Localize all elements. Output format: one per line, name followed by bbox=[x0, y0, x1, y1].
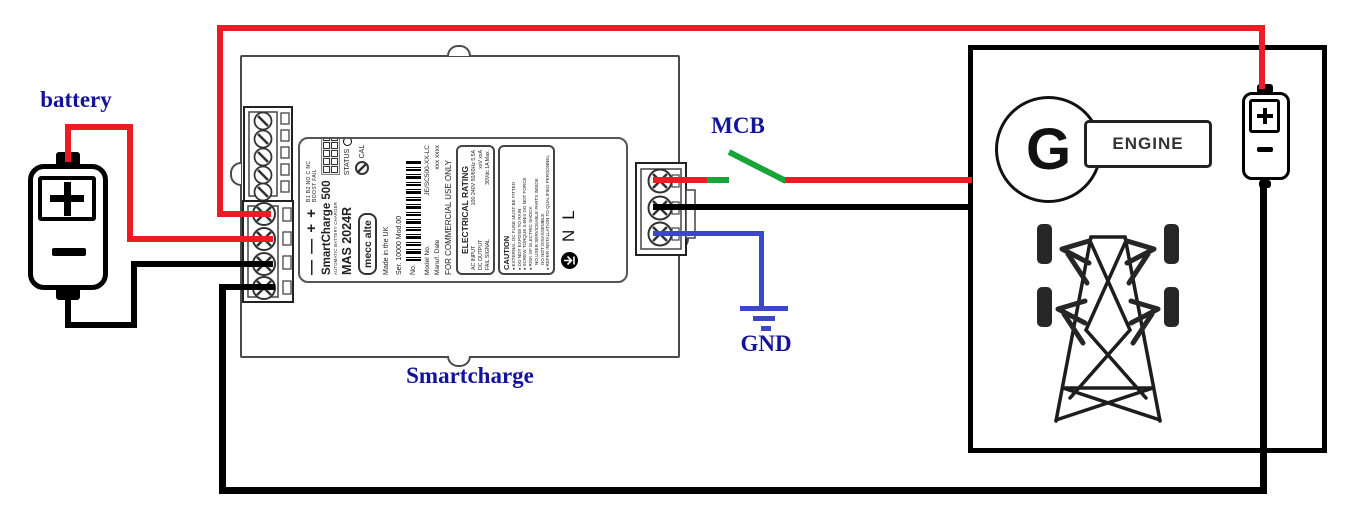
minus-icon bbox=[52, 248, 86, 256]
generator-battery-plus-box bbox=[1249, 99, 1280, 133]
smartcharge-label: Smartcharge bbox=[406, 363, 534, 388]
wire-black-from-terminal4 bbox=[219, 284, 275, 290]
wire-live-stub bbox=[653, 177, 710, 183]
smartcharge-left-bump bbox=[230, 162, 241, 186]
wire-battery-negative bbox=[65, 290, 71, 328]
wire-battery-negative bbox=[131, 261, 137, 328]
wire-black-left-drop bbox=[219, 284, 226, 494]
wire-neutral-to-generator bbox=[653, 204, 972, 210]
wire-live-to-generator bbox=[785, 177, 972, 183]
wire-battery-negative bbox=[65, 322, 137, 328]
wire-red-to-terminal1 bbox=[217, 211, 271, 217]
wire-battery-positive bbox=[65, 124, 133, 130]
wire-red-left-drop bbox=[217, 25, 223, 214]
wire-battery-positive bbox=[65, 124, 71, 162]
wire-black-generator-battery-negative bbox=[1260, 180, 1267, 492]
wire-earth bbox=[759, 231, 764, 308]
grid-insulators bbox=[1037, 224, 1179, 327]
grid-arms bbox=[1055, 238, 1161, 346]
wire-black-bottom-rail bbox=[219, 487, 1267, 494]
relay-terminal-block bbox=[243, 106, 293, 202]
earth-symbol-icon bbox=[560, 252, 578, 269]
wire-red-top-rail bbox=[217, 25, 1265, 31]
gnd-label: GND bbox=[740, 331, 792, 356]
battery-plus-box bbox=[38, 176, 96, 221]
mcb-fixed-contact bbox=[707, 177, 729, 183]
device-label: — — + + B1 B2 NO C NC BOOST FAIL SmartCh… bbox=[298, 137, 628, 283]
wire-red-to-generator-battery bbox=[1259, 25, 1265, 89]
device-label-content: — — + + B1 B2 NO C NC BOOST FAIL SmartCh… bbox=[298, 137, 628, 283]
wire-earth bbox=[653, 231, 763, 236]
minus-icon bbox=[1257, 147, 1273, 152]
wire-battery-positive bbox=[127, 124, 133, 242]
wire-battery-negative bbox=[131, 261, 273, 267]
ground-symbol-bar2 bbox=[753, 316, 775, 321]
engine-box: ENGINE bbox=[1084, 120, 1212, 168]
generator-battery-positive-terminal bbox=[1257, 84, 1273, 94]
battery-label: battery bbox=[40, 87, 112, 112]
wire-battery-positive bbox=[127, 236, 273, 242]
mcb-label: MCB bbox=[711, 113, 765, 138]
ground-symbol-bar3 bbox=[761, 326, 771, 331]
smartcharge-top-bump bbox=[447, 45, 471, 56]
ground-symbol-bar1 bbox=[740, 306, 788, 311]
